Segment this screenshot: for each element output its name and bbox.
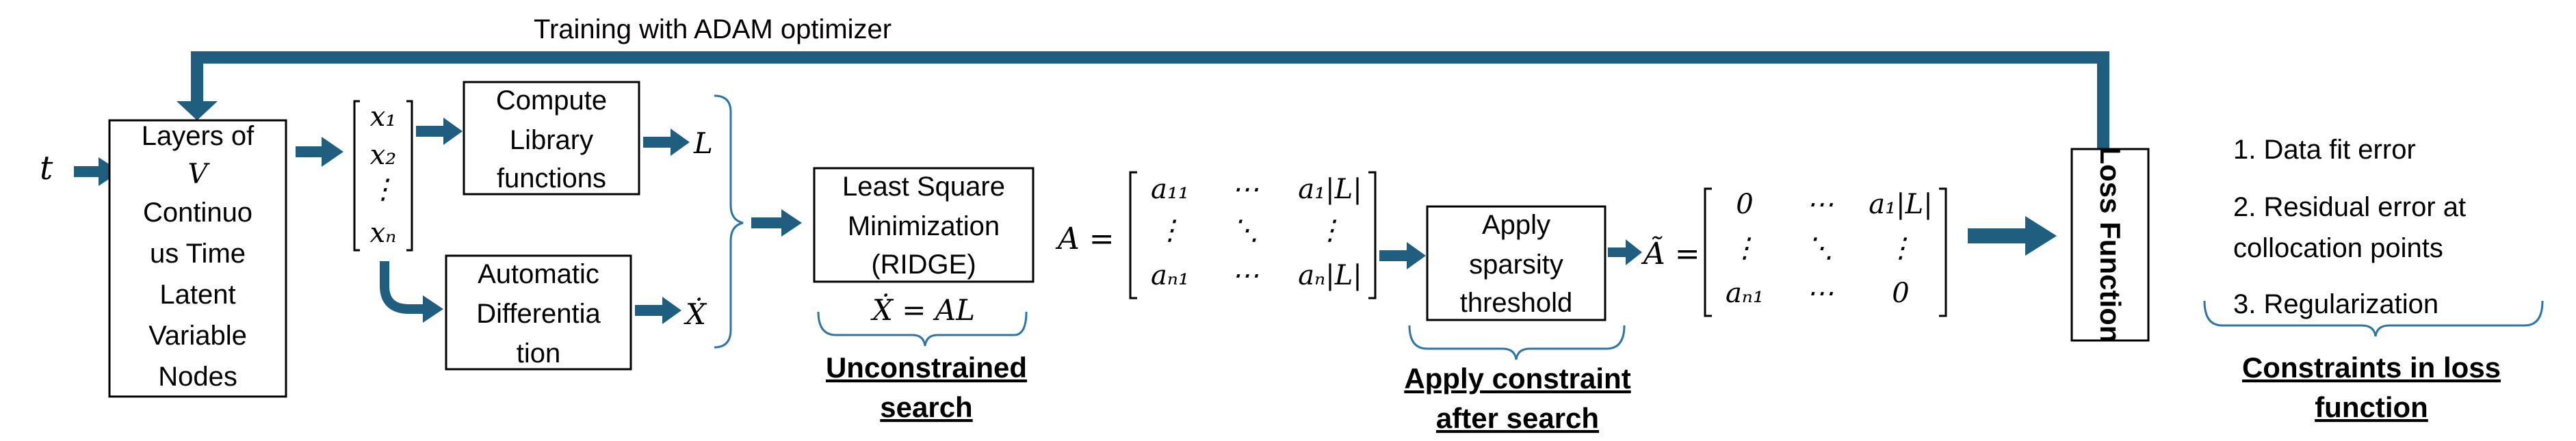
layers-line-6: Variable <box>148 321 247 351</box>
Atilde-r3c2: ⋯ <box>1806 278 1834 309</box>
x2: x₂ <box>370 139 397 171</box>
A-r3c2: ⋯ <box>1232 260 1259 291</box>
arrow-autodiff-to-xdot <box>635 297 681 324</box>
sparsity-box <box>1426 205 1606 321</box>
xdot-label: Ẋ <box>684 297 707 331</box>
atilde-prefix: Ã = <box>1641 235 1700 271</box>
layers-line-3: Continuo <box>143 198 252 228</box>
sparsity-line-2: sparsity <box>1469 250 1563 280</box>
sparsity-line-3: threshold <box>1460 288 1573 318</box>
arrow-to-loss <box>1968 216 2057 256</box>
lsq-line-2: Minimization <box>848 211 1000 241</box>
A-r1c2: ⋯ <box>1232 174 1259 205</box>
lsq-line-1: Least Square <box>842 172 1005 202</box>
L-label: L <box>693 126 713 160</box>
A-r3c1: aₙ₁ <box>1151 260 1189 291</box>
compute-line-2: Library <box>510 125 593 155</box>
Atilde-r2c3: ⋮ <box>1887 232 1914 264</box>
Atilde-r3c3: 0 <box>1892 278 1909 309</box>
least-square-box <box>813 167 1035 283</box>
arrow-layers-to-x <box>296 137 343 167</box>
x-vector: x₁ x₂ ⋮ xₙ <box>353 100 413 252</box>
x-vdots: ⋮ <box>369 174 397 205</box>
Atilde-r2c1: ⋮ <box>1731 232 1758 264</box>
lsq-equation: Ẋ = AL <box>870 293 975 327</box>
arrow-compute-to-L <box>643 129 690 156</box>
compute-library-box <box>463 81 640 196</box>
unconstrained-label-1: Unconstrained <box>826 351 1027 384</box>
A-prefix: A = <box>1055 222 1115 256</box>
layers-line-1: Layers of <box>142 121 255 151</box>
arrow-x-to-autodiff <box>380 261 443 323</box>
constraints-label-1: Constraints in loss <box>2242 351 2501 384</box>
constraint-item-1: 1. Data fit error <box>2233 135 2416 165</box>
autodiff-box <box>445 254 632 371</box>
constraint-item-2a: 2. Residual error at <box>2233 192 2466 222</box>
autodiff-line-3: tion <box>517 338 561 369</box>
constraints-brace <box>2203 300 2544 337</box>
training-label: Training with ADAM optimizer <box>534 14 892 44</box>
lsq-line-3: (RIDGE) <box>871 250 976 280</box>
xN: xₙ <box>370 217 397 249</box>
input-t-label: t <box>40 149 53 187</box>
sparsity-line-1: Apply <box>1482 210 1550 240</box>
autodiff-line-2: Differentia <box>476 299 601 329</box>
autodiff-line-1: Automatic <box>478 259 599 289</box>
compute-line-1: Compute <box>496 85 607 116</box>
A-r2c1: ⋮ <box>1156 215 1184 246</box>
Atilde-r3c1: aₙ₁ <box>1726 278 1764 309</box>
Atilde-r1c1: 0 <box>1736 189 1753 220</box>
layers-line-7: Nodes <box>158 362 237 392</box>
arrow-to-lsq <box>751 209 802 237</box>
apply-constraint-label-1: Apply constraint <box>1404 362 1630 395</box>
loss-function-label: Loss Function <box>2094 147 2126 343</box>
A-r1c3: a₁|L| <box>1298 174 1362 205</box>
A-r2c3: ⋮ <box>1316 215 1344 246</box>
layers-line-4: us Time <box>150 239 246 269</box>
unconstrained-label-2: search <box>880 391 972 423</box>
A-r2c2: ⋱ <box>1232 215 1259 246</box>
apply-constraint-brace <box>1408 325 1626 360</box>
apply-constraint-label-2: after search <box>1436 402 1599 434</box>
constraint-item-3: 3. Regularization <box>2233 289 2438 319</box>
Atilde-r2c2: ⋱ <box>1806 232 1834 264</box>
arrow-A-to-sparsity <box>1379 242 1426 269</box>
constraints-label-2: function <box>2315 391 2428 423</box>
A-matrix: a₁₁ ⋯ a₁|L| ⋮ ⋱ ⋮ aₙ₁ ⋯ aₙ|L| <box>1151 174 1362 291</box>
constraint-item-2b: collocation points <box>2233 233 2443 263</box>
A-r3c3: aₙ|L| <box>1298 260 1362 291</box>
loss-function-box <box>2070 148 2150 342</box>
arrow-sparsity-to-atilde <box>1608 239 1642 265</box>
compute-line-3: functions <box>497 163 606 193</box>
Atilde-r1c3: a₁|L| <box>1869 189 1932 220</box>
atilde-matrix: 0 ⋯ a₁|L| ⋮ ⋱ ⋮ aₙ₁ ⋯ 0 <box>1726 189 1933 309</box>
Atilde-r1c2: ⋯ <box>1806 189 1834 220</box>
x1: x₁ <box>370 101 397 133</box>
layers-line-5: Latent <box>159 280 235 310</box>
unconstrained-brace <box>817 311 1028 347</box>
layers-box <box>108 119 287 398</box>
A-r1c1: a₁₁ <box>1151 174 1189 205</box>
arrow-x-to-compute <box>416 118 463 145</box>
layers-line-2: V <box>188 159 211 190</box>
combine-brace <box>714 94 744 349</box>
training-feedback-arrow <box>177 51 2109 149</box>
